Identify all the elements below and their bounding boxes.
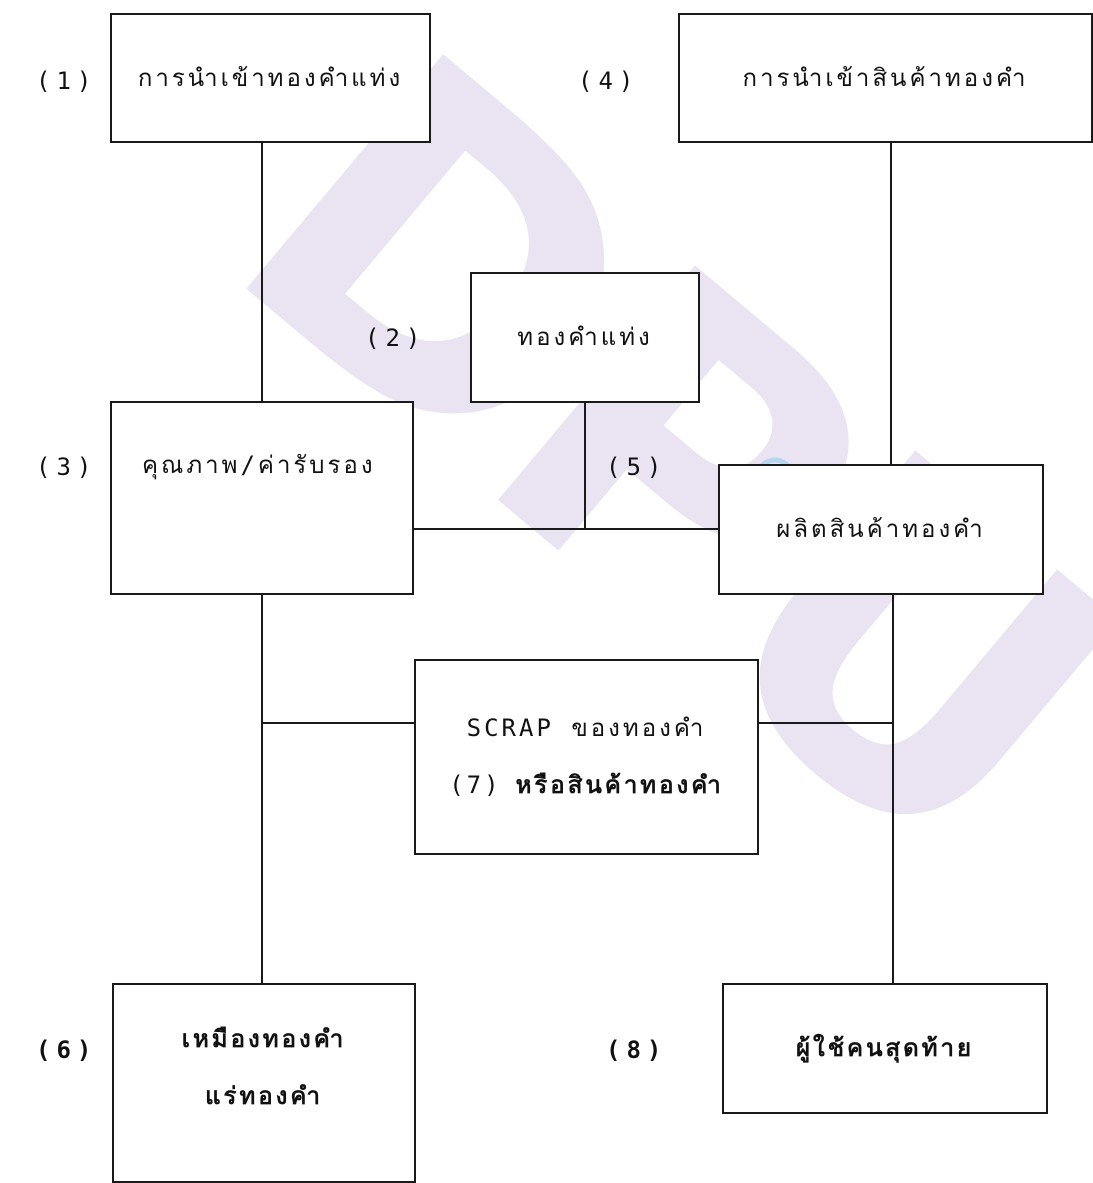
box-label: ผู้ใช้คนสุดท้าย bbox=[795, 1034, 975, 1063]
node-number-1: (1) bbox=[36, 67, 98, 95]
node-number-7: (7) bbox=[449, 771, 502, 799]
box-gold-product-import: การนำเข้าสินค้าทองคำ bbox=[678, 13, 1093, 143]
box-gold-product-manufacturing: ผลิตสินค้าทองคำ bbox=[718, 464, 1044, 595]
box-gold-scrap: SCRAP ของทองคำ (7) หรือสินค้าทองคำ bbox=[414, 659, 759, 855]
box-label: ทองคำแท่ง bbox=[517, 323, 653, 352]
box-label-line-2: แร่ทองคำ bbox=[205, 1082, 323, 1110]
node-number-8: (8) bbox=[606, 1036, 668, 1064]
node-number-2: (2) bbox=[365, 324, 427, 352]
box-gold-bar-import: การนำเข้าทองคำแท่ง bbox=[110, 13, 431, 143]
box-gold-bar: ทองคำแท่ง bbox=[470, 272, 700, 403]
box-label: การนำเข้าทองคำแท่ง bbox=[137, 63, 404, 92]
node-number-3: (3) bbox=[36, 453, 98, 481]
box-label-line-1: เหมืองทองคำ bbox=[181, 1025, 347, 1054]
node-number-6: (6) bbox=[36, 1036, 98, 1064]
box-label: คุณภาพ/ค่ารับรอง bbox=[142, 451, 376, 479]
box-label-line-2: หรือสินค้าทองคำ bbox=[515, 771, 724, 799]
box-label: ผลิตสินค้าทองคำ bbox=[776, 515, 986, 544]
box-label-line-1: SCRAP ของทองคำ bbox=[466, 714, 707, 743]
node-number-4: (4) bbox=[578, 67, 640, 95]
box-label-line-2-wrap: (7) หรือสินค้าทองคำ bbox=[449, 771, 724, 800]
box-end-user: ผู้ใช้คนสุดท้าย bbox=[722, 983, 1048, 1114]
box-gold-mine: เหมืองทองคำ แร่ทองคำ bbox=[112, 983, 416, 1183]
box-quality-certification: คุณภาพ/ค่ารับรอง bbox=[110, 401, 414, 595]
box-label: การนำเข้าสินค้าทองคำ bbox=[742, 63, 1029, 92]
node-number-5: (5) bbox=[606, 453, 668, 481]
